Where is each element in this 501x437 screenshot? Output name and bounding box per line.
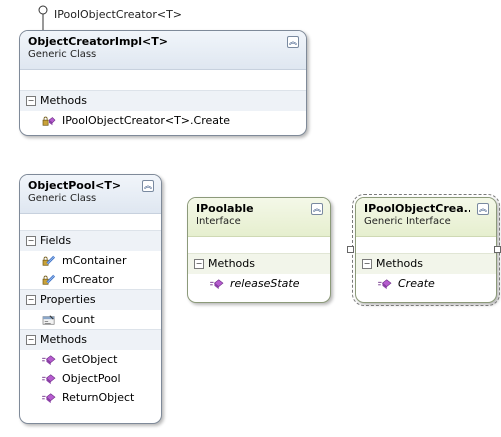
method-icon <box>378 278 392 289</box>
member-row[interactable]: ReturnObject <box>20 388 161 407</box>
method-lock-icon <box>42 116 56 126</box>
interface-shape-ipoolable[interactable]: IPoolable Interface ︽ − Methods releaseS… <box>187 197 331 303</box>
class-shape-objectpool[interactable]: ObjectPool<T> Generic Class ︽ − Fields m… <box>19 174 162 424</box>
shape-title: IPoolObjectCrea... <box>364 202 470 215</box>
member-row[interactable]: IPoolObjectCreator<T>.Create <box>20 111 306 130</box>
collapse-section-icon[interactable]: − <box>26 96 36 106</box>
member-row[interactable]: Count <box>20 310 161 329</box>
method-icon <box>210 278 224 289</box>
section-properties[interactable]: − Properties <box>20 289 161 310</box>
interface-shape-ipoolobjectcreator[interactable]: IPoolObjectCrea... Generic Interface ︽ −… <box>352 194 500 306</box>
member-row[interactable]: ObjectPool <box>20 369 161 388</box>
property-icon <box>42 314 55 325</box>
method-icon <box>42 373 56 384</box>
member-name: ReturnObject <box>62 391 135 404</box>
shape-header[interactable]: ObjectCreatorImpl<T> Generic Class ︽ <box>20 31 306 70</box>
collapse-chevron-icon[interactable]: ︽ <box>311 203 323 215</box>
section-methods[interactable]: − Methods <box>188 253 330 274</box>
section-fields[interactable]: − Fields <box>20 230 161 251</box>
member-name: GetObject <box>62 353 118 366</box>
class-shape-objectcreatorimpl[interactable]: ObjectCreatorImpl<T> Generic Class ︽ − M… <box>19 30 307 136</box>
shape-header[interactable]: ObjectPool<T> Generic Class ︽ <box>20 175 161 214</box>
selection-handle-left[interactable] <box>347 246 354 253</box>
member-row[interactable]: GetObject <box>20 350 161 369</box>
section-methods[interactable]: − Methods <box>20 329 161 350</box>
member-row[interactable]: mCreator <box>20 270 161 289</box>
member-name: mCreator <box>62 273 114 286</box>
shape-subtitle: Generic Class <box>28 193 97 204</box>
field-icon <box>42 274 56 285</box>
lollipop-label: IPoolObjectCreator<T> <box>54 8 183 21</box>
method-icon <box>42 392 56 403</box>
shape-header[interactable]: IPoolable Interface ︽ <box>188 198 330 237</box>
member-row[interactable]: Create <box>356 274 496 293</box>
shape-subtitle: Generic Interface <box>364 216 451 227</box>
field-icon <box>42 255 56 266</box>
collapse-section-icon[interactable]: − <box>26 236 36 246</box>
shape-title: ObjectPool<T> <box>28 179 122 192</box>
collapse-chevron-icon[interactable]: ︽ <box>142 180 154 192</box>
section-label: Properties <box>40 293 96 306</box>
member-name: ObjectPool <box>62 372 121 385</box>
section-label: Methods <box>40 333 87 346</box>
section-methods[interactable]: − Methods <box>20 90 306 111</box>
method-icon <box>42 354 56 365</box>
member-name: Create <box>398 277 435 290</box>
collapse-section-icon[interactable]: − <box>194 259 204 269</box>
section-methods[interactable]: − Methods <box>356 253 496 274</box>
member-name: IPoolObjectCreator<T>.Create <box>62 114 231 127</box>
shape-title: IPoolable <box>196 202 254 215</box>
section-label: Methods <box>40 94 87 107</box>
member-row[interactable]: releaseState <box>188 274 330 293</box>
section-label: Methods <box>208 257 255 270</box>
collapse-chevron-icon[interactable]: ︽ <box>477 203 489 215</box>
shape-subtitle: Generic Class <box>28 49 97 60</box>
shape-header[interactable]: IPoolObjectCrea... Generic Interface ︽ <box>356 198 496 237</box>
member-name: mContainer <box>62 254 127 267</box>
shape-subtitle: Interface <box>196 216 241 227</box>
member-row[interactable]: mContainer <box>20 251 161 270</box>
member-name: releaseState <box>230 277 300 290</box>
member-name: Count <box>62 313 95 326</box>
section-label: Methods <box>376 257 423 270</box>
collapse-chevron-icon[interactable]: ︽ <box>287 36 299 48</box>
interface-lollipop-icon <box>38 5 48 32</box>
shape-title: ObjectCreatorImpl<T> <box>28 35 168 48</box>
selection-handle-right[interactable] <box>494 246 501 253</box>
section-label: Fields <box>40 234 72 247</box>
collapse-section-icon[interactable]: − <box>362 259 372 269</box>
collapse-section-icon[interactable]: − <box>26 335 36 345</box>
collapse-section-icon[interactable]: − <box>26 295 36 305</box>
